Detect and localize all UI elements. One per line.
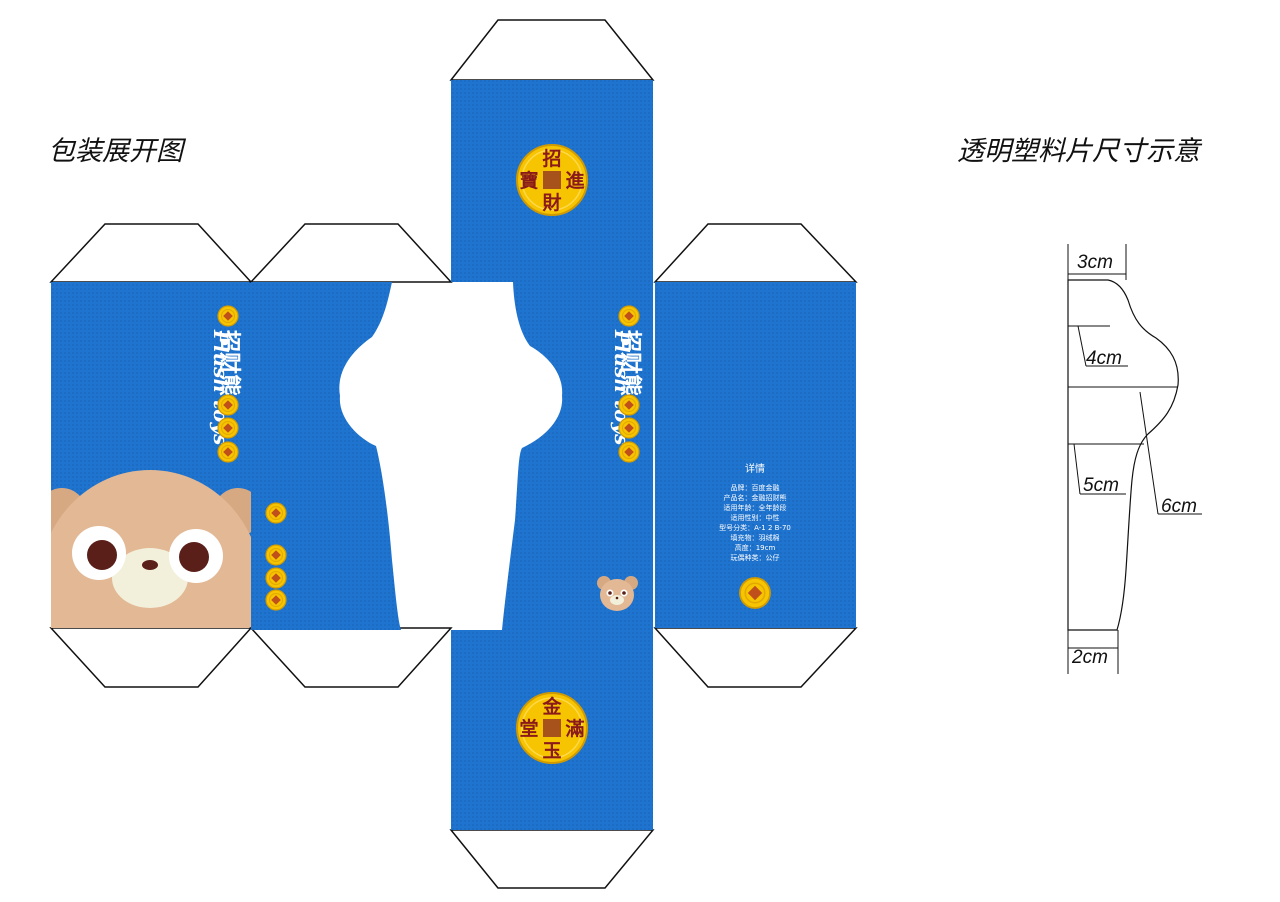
coin-icon xyxy=(618,305,640,327)
coin-icon xyxy=(217,441,239,463)
coin-bottom-char-left: 堂 xyxy=(519,718,538,740)
coin-top: 招 進 財 寶 xyxy=(516,144,588,216)
coin-icon xyxy=(217,417,239,439)
coin-icon xyxy=(618,417,640,439)
coin-bottom-char-down: 玉 xyxy=(542,740,561,762)
coin-icon xyxy=(265,589,287,611)
top-tuck-flap xyxy=(449,19,655,81)
coin-bottom-square-hole xyxy=(543,719,561,737)
bear-eye-right xyxy=(179,542,209,572)
details-line: 高度：19cm xyxy=(735,543,776,552)
coin-top-square-hole xyxy=(543,171,561,189)
front-right-face xyxy=(502,282,653,630)
coin-icon xyxy=(618,441,640,463)
side-right-top-flap xyxy=(653,223,858,283)
bottom-tuck-flap xyxy=(449,829,655,889)
dim-label-top-width: 3cm xyxy=(1077,252,1113,273)
coin-top-char-down: 財 xyxy=(542,191,561,214)
coin-bottom-char-up: 金 xyxy=(541,695,562,718)
details-line: 填充物：羽绒棉 xyxy=(731,533,780,542)
coin-bottom: 金 滿 玉 堂 xyxy=(516,692,588,764)
details-line: 适用年龄：全年龄段 xyxy=(724,503,787,512)
coin-icon xyxy=(217,394,239,416)
brand-block-right: 招财熊 Plush toys xyxy=(610,305,643,463)
details-title: 详情 xyxy=(745,462,765,475)
side-left-top-flap xyxy=(49,223,253,283)
details-line: 品牌：百度金融 xyxy=(731,483,780,492)
dieline-title: 包装展开图 xyxy=(48,136,187,167)
bear-nose xyxy=(142,560,158,570)
coin-bottom-char-right: 滿 xyxy=(565,717,584,740)
details-line: 产品名：金融招财熊 xyxy=(724,493,787,502)
side-right-bottom-flap xyxy=(653,627,858,688)
details-list: 品牌：百度金融 产品名：金融招财熊 适用年龄：全年龄段 适用性别：中性 型号分类… xyxy=(719,483,791,562)
coin-icon xyxy=(618,394,640,416)
center-column: 招 進 財 寶 金 滿 玉 堂 招财熊 Plush toys xyxy=(449,19,655,889)
side-panel-right: 详情 品牌：百度金融 产品名：金融招财熊 适用年龄：全年龄段 适用性别：中性 型… xyxy=(653,223,858,688)
dim-label-height: 6cm xyxy=(1161,496,1197,517)
bear-face-small xyxy=(597,576,638,611)
coin-top-char-left: 寶 xyxy=(519,169,538,192)
coin-icon xyxy=(217,305,239,327)
coin-top-char-up: 招 xyxy=(542,147,561,170)
dim-label-bottom-width: 2cm xyxy=(1071,647,1108,668)
coin-top-char-right: 進 xyxy=(565,170,584,192)
side-left-bottom-flap xyxy=(49,627,253,688)
details-line: 玩偶种类：公仔 xyxy=(731,553,780,562)
front-left-top-flap xyxy=(249,223,453,283)
bear-eye-left xyxy=(87,540,117,570)
front-left-bottom-flap xyxy=(249,627,453,688)
dim-label-notch-depth: 4cm xyxy=(1086,348,1122,369)
brand-name-cn: 招财熊 xyxy=(617,330,643,396)
bear-face-large xyxy=(51,470,251,628)
coin-icon xyxy=(265,502,287,524)
plastic-window-title: 透明塑料片尺寸示意 xyxy=(957,136,1203,167)
plastic-window-template: 3cm 4cm 5cm 6cm 2cm xyxy=(1067,244,1202,674)
side-panel-left xyxy=(49,223,253,688)
plastic-window-outline xyxy=(1067,279,1179,631)
bear-muzzle xyxy=(112,548,188,608)
coin-icon xyxy=(265,544,287,566)
front-left-coin-column xyxy=(265,502,287,611)
brand-block-left: 招财熊 Plush toys xyxy=(209,305,242,463)
details-coin-icon xyxy=(739,577,771,609)
front-left-face xyxy=(251,282,401,630)
details-line: 适用性别：中性 xyxy=(731,513,780,522)
side-right-face xyxy=(655,282,856,628)
details-line: 型号分类：A-1 2 B-70 xyxy=(719,523,791,532)
front-left-panel xyxy=(249,223,453,688)
brand-name-cn: 招财熊 xyxy=(216,330,242,396)
coin-icon xyxy=(265,567,287,589)
dim-label-neck-width: 5cm xyxy=(1083,475,1119,496)
